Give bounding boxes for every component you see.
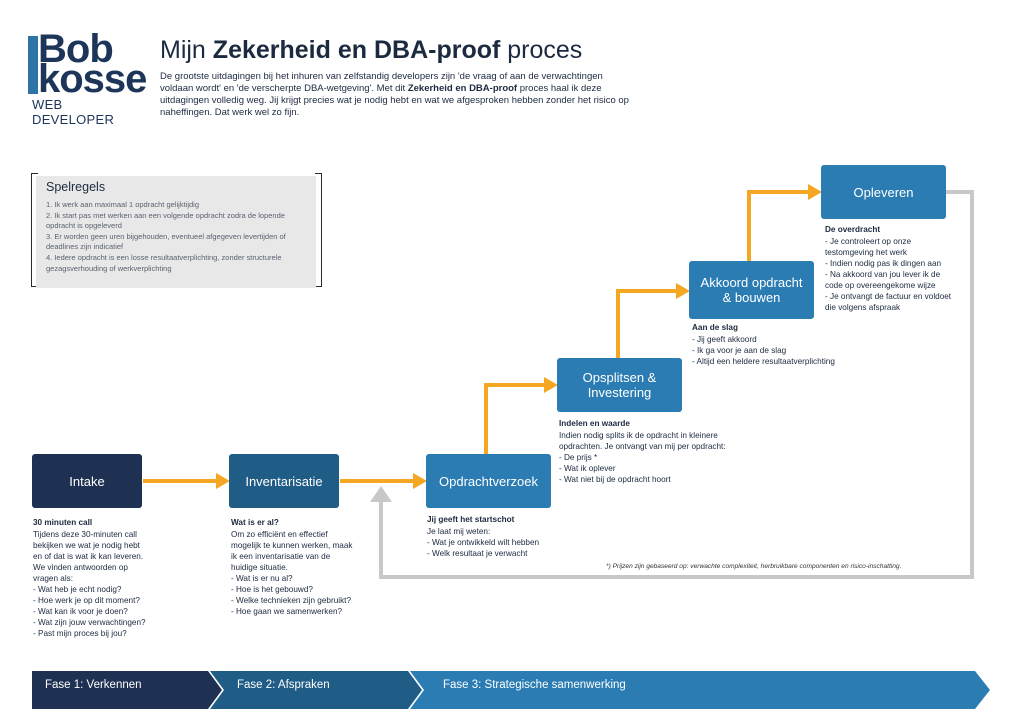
desc-line: - Wat zijn jouw verwachtingen? — [33, 618, 146, 627]
logo-word-1: Bob — [38, 27, 114, 71]
desc-intake-heading: 30 minuten call — [33, 518, 93, 527]
desc-line: - Ik ga voor je aan de slag — [692, 346, 787, 355]
desc-akkoord-heading: Aan de slag — [692, 323, 738, 332]
desc-line: - Na akkoord van jou lever ik de — [825, 270, 941, 279]
desc-line: code op overeengekome wijze — [825, 281, 936, 290]
desc-akkoord: Aan de slag - Jij geeft akkoord - Ik ga … — [692, 322, 862, 367]
rules-bracket-left — [31, 173, 38, 287]
desc-line: huidige situatie. — [231, 563, 288, 572]
step-opleveren: Opleveren — [821, 165, 946, 219]
desc-opsplitsen: Indelen en waarde Indien nodig splits ik… — [559, 418, 759, 485]
rules-box: Spelregels 1. Ik werk aan maximaal 1 opd… — [36, 176, 316, 288]
phase-bar-3-shape — [410, 671, 990, 709]
desc-line: - Wat heb je echt nodig? — [33, 585, 122, 594]
desc-line: - Past mijn proces bij jou? — [33, 629, 127, 638]
logo: Bob kosse WEB DEVELOPER — [28, 27, 147, 127]
rules-item: 2. Ik start pas met werken aan een volge… — [46, 210, 285, 231]
price-footnote: *) Prijzen zijn gebaseerd op: verwachte … — [606, 563, 902, 570]
desc-line: Indien nodig splits ik de opdracht in kl… — [559, 431, 718, 440]
desc-line: - Je ontvangt de factuur en voldoet — [825, 292, 952, 301]
desc-line: Je laat mij weten: — [427, 527, 491, 536]
rules-item: 1. Ik werk aan maximaal 1 opdracht gelij… — [46, 200, 199, 209]
phase-3-label: Fase 3: Strategische samenwerking — [443, 679, 626, 691]
arrow-akkoord-opleveren — [747, 190, 810, 261]
desc-opsplitsen-heading: Indelen en waarde — [559, 419, 630, 428]
desc-line: - Hoe werk je op dit moment? — [33, 596, 140, 605]
desc-line: ik een inventarisatie van de — [231, 552, 331, 561]
desc-line: - Wat niet bij de opdracht hoort — [559, 475, 671, 484]
desc-line: en of dat is wat ik kan leveren. — [33, 552, 144, 561]
phase-2-label: Fase 2: Afspraken — [237, 679, 330, 691]
desc-line: - Hoe is het gebouwd? — [231, 585, 313, 594]
desc-line: vragen als: — [33, 574, 74, 583]
desc-line: mogelijk te kunnen werken, maak — [231, 541, 353, 550]
desc-line: Om zo efficiënt en effectief — [231, 530, 328, 539]
desc-line: - Welk resultaat je verwacht — [427, 549, 528, 558]
desc-line: - Altijd een heldere resultaatverplichti… — [692, 357, 835, 366]
desc-line: - Je controleert op onze — [825, 237, 912, 246]
rules-bracket-right — [315, 173, 322, 287]
logo-subtitle: WEB DEVELOPER — [32, 97, 115, 127]
arrow-opdrachtverzoek-opsplitsen-head — [544, 377, 558, 393]
desc-line: - Wat is er nu al? — [231, 574, 293, 583]
step-intake: Intake — [32, 454, 142, 508]
desc-line: bekijken we wat je nodig hebt — [33, 541, 140, 550]
phase-bar-1-shape — [32, 671, 222, 709]
logo-word-2: kosse — [38, 57, 147, 101]
arrow-akkoord-opleveren-head — [808, 184, 822, 200]
desc-line: Tijdens deze 30-minuten call — [33, 530, 137, 539]
rules-list: 1. Ik werk aan maximaal 1 opdracht gelij… — [46, 200, 312, 274]
desc-line: - Hoe gaan we samenwerken? — [231, 607, 343, 616]
desc-line: - Wat kan ik voor je doen? — [33, 607, 128, 616]
desc-opdrachtverzoek-heading: Jij geeft het startschot — [427, 515, 515, 524]
page-title: Mijn Zekerheid en DBA-proof proces — [160, 36, 582, 65]
desc-line: testomgeving het werk — [825, 248, 907, 257]
phase-bar-2-shape — [210, 671, 422, 709]
desc-line: We vinden antwoorden op — [33, 563, 128, 572]
rules-item: 3. Er worden geen uren bijgehouden, even… — [46, 231, 286, 252]
logo-accent-bar — [28, 36, 38, 94]
desc-line: - Indien nodig pas ik dingen aan — [825, 259, 942, 268]
desc-line: die volgens afspraak — [825, 303, 901, 312]
desc-line: - De prijs * — [559, 453, 598, 462]
desc-inventarisatie: Wat is er al? Om zo efficiënt en effecti… — [231, 517, 401, 617]
intro-bold: Zekerheid en DBA-proof — [407, 83, 518, 94]
desc-line: opdrachten. Je ontvangt van mij per opdr… — [559, 442, 726, 451]
title-bold: Zekerheid en DBA-proof — [212, 36, 501, 64]
step-akkoord: Akkoord opdracht & bouwen — [689, 261, 814, 319]
arrow-inventarisatie-opdrachtverzoek-head — [413, 473, 427, 489]
feedback-loop-line — [379, 190, 974, 579]
arrow-opsplitsen-akkoord — [616, 289, 678, 358]
step-opsplitsen: Opsplitsen & Investering — [557, 358, 682, 412]
intro-part-1: De grootste uitdagingen bij het inhuren … — [160, 71, 603, 94]
desc-line: - Wat ik oplever — [559, 464, 616, 473]
desc-opdrachtverzoek: Jij geeft het startschot Je laat mij wet… — [427, 514, 597, 559]
phase-1-label: Fase 1: Verkennen — [45, 679, 142, 691]
title-suffix: proces — [500, 36, 583, 64]
desc-line: - Jij geeft akkoord — [692, 335, 757, 344]
desc-intake: 30 minuten call Tijdens deze 30-minuten … — [33, 517, 183, 639]
desc-opleveren: De overdracht - Je controleert op onze t… — [825, 224, 965, 313]
step-inventarisatie: Inventarisatie — [229, 454, 339, 508]
rules-item: 4. Iedere opdracht is een losse resultaa… — [46, 252, 282, 273]
step-opdrachtverzoek: Opdrachtverzoek — [426, 454, 551, 508]
title-prefix: Mijn — [160, 36, 213, 64]
rules-title: Spelregels — [46, 180, 106, 194]
desc-opleveren-heading: De overdracht — [825, 225, 881, 234]
intro-part-2: proces haal ik deze uitdagingen volledig… — [160, 83, 629, 118]
arrow-opsplitsen-akkoord-head — [676, 283, 690, 299]
desc-inventarisatie-heading: Wat is er al? — [231, 518, 279, 527]
arrow-opdrachtverzoek-opsplitsen — [484, 383, 546, 454]
arrow-intake-inventarisatie-head — [216, 473, 230, 489]
desc-line: - Welke technieken zijn gebruikt? — [231, 596, 351, 605]
feedback-loop-arrowhead — [370, 486, 392, 502]
intro-text: De grootste uitdagingen bij het inhuren … — [160, 71, 630, 119]
desc-line: - Wat je ontwikkeld wilt hebben — [427, 538, 540, 547]
